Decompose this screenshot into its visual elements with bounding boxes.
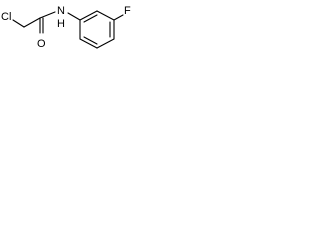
ring-inner-bond-3 xyxy=(83,36,98,45)
atom-chlorine: Cl xyxy=(1,11,11,23)
atom-oxygen: O xyxy=(37,38,46,50)
chemical-structure-diagram: Cl O N H F xyxy=(1,5,131,50)
bonds xyxy=(12,10,124,49)
atom-labels: Cl O N H F xyxy=(1,5,131,50)
bond-ch2-carbonyl xyxy=(23,17,41,28)
ring-bond-5 xyxy=(79,38,98,49)
ring-inner-bond-1 xyxy=(83,14,98,23)
bond-ring-fluorine xyxy=(113,14,124,21)
atom-fluorine: F xyxy=(124,5,131,17)
ring-bond-2 xyxy=(96,10,115,21)
bond-cl-ch2 xyxy=(12,19,25,28)
ring-bond-4 xyxy=(96,38,115,49)
atom-amide-hydrogen: H xyxy=(57,18,65,30)
ring-bond-1 xyxy=(79,10,98,21)
atom-amide-nitrogen: N xyxy=(57,5,65,17)
bond-carbonyl-nitrogen xyxy=(39,11,56,19)
bond-nitrogen-ring xyxy=(67,12,81,21)
